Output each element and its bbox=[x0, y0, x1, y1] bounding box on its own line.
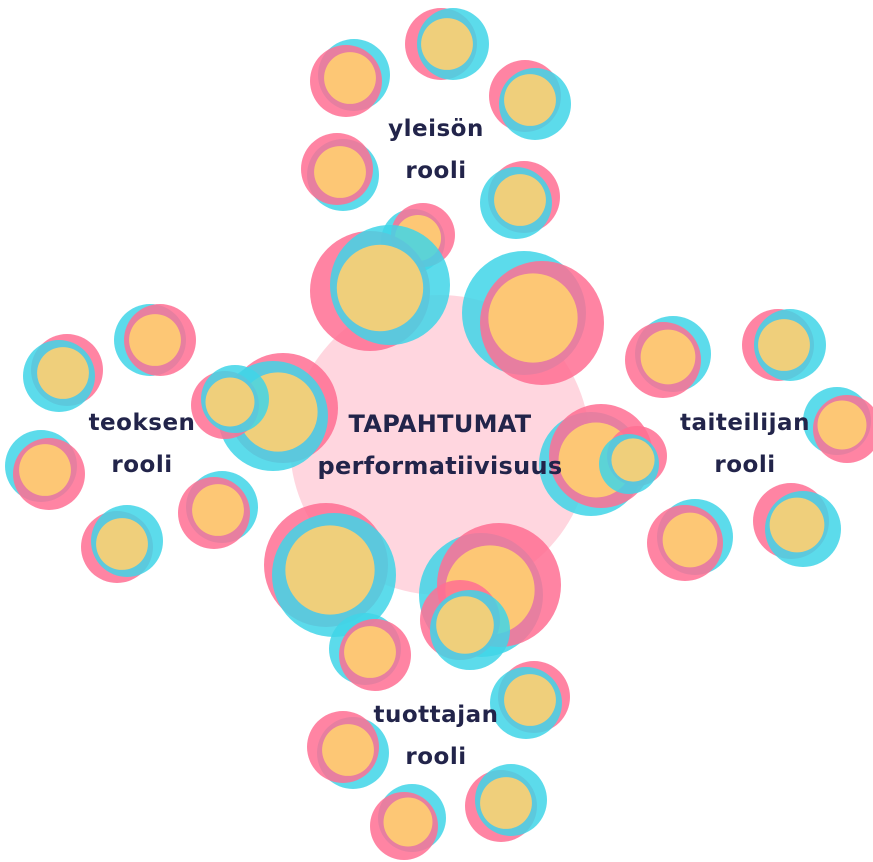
yellow-overlap-circle bbox=[129, 314, 181, 366]
circle-cluster bbox=[114, 304, 196, 376]
circle-cluster bbox=[742, 309, 826, 381]
role-label-producer: tuottajan rooli bbox=[346, 694, 526, 778]
circle-cluster bbox=[753, 483, 841, 567]
yellow-overlap-circle bbox=[663, 513, 718, 568]
role-label-artist-line2: rooli bbox=[655, 444, 835, 486]
role-label-audience: yleisön rooli bbox=[356, 108, 516, 192]
circle-cluster bbox=[647, 499, 733, 581]
role-label-work: teoksen rooli bbox=[62, 402, 222, 486]
yellow-overlap-circle bbox=[344, 626, 396, 678]
yellow-overlap-circle bbox=[337, 245, 423, 331]
circle-cluster bbox=[310, 39, 390, 117]
center-subtitle: performatiivisuus bbox=[300, 445, 580, 487]
role-label-artist: taiteilijan rooli bbox=[655, 402, 835, 486]
role-label-audience-line1: yleisön bbox=[356, 108, 516, 150]
center-title: TAPAHTUMAT bbox=[300, 403, 580, 445]
role-label-producer-line2: rooli bbox=[346, 736, 526, 778]
yellow-overlap-circle bbox=[488, 273, 577, 362]
yellow-overlap-circle bbox=[758, 319, 810, 371]
circle-cluster bbox=[625, 316, 711, 398]
yellow-overlap-circle bbox=[611, 438, 654, 481]
yellow-overlap-circle bbox=[192, 484, 244, 536]
role-label-artist-line1: taiteilijan bbox=[655, 402, 835, 444]
circle-cluster bbox=[405, 8, 489, 80]
circle-cluster bbox=[329, 613, 411, 691]
yellow-overlap-circle bbox=[480, 777, 532, 829]
yellow-overlap-circle bbox=[324, 52, 376, 104]
role-label-audience-line2: rooli bbox=[356, 150, 516, 192]
circle-cluster bbox=[23, 334, 103, 412]
yellow-overlap-circle bbox=[37, 347, 89, 399]
circle-cluster bbox=[370, 784, 446, 860]
circle-cluster bbox=[81, 505, 163, 583]
role-label-producer-line1: tuottajan bbox=[346, 694, 526, 736]
role-label-work-line1: teoksen bbox=[62, 402, 222, 444]
yellow-overlap-circle bbox=[384, 798, 433, 847]
yellow-overlap-circle bbox=[770, 498, 825, 553]
center-label: TAPAHTUMAT performatiivisuus bbox=[300, 403, 580, 487]
role-label-work-line2: rooli bbox=[62, 444, 222, 486]
yellow-overlap-circle bbox=[436, 596, 494, 654]
yellow-overlap-circle bbox=[285, 525, 374, 614]
yellow-overlap-circle bbox=[96, 518, 148, 570]
yellow-overlap-circle bbox=[421, 18, 473, 70]
yellow-overlap-circle bbox=[641, 330, 696, 385]
